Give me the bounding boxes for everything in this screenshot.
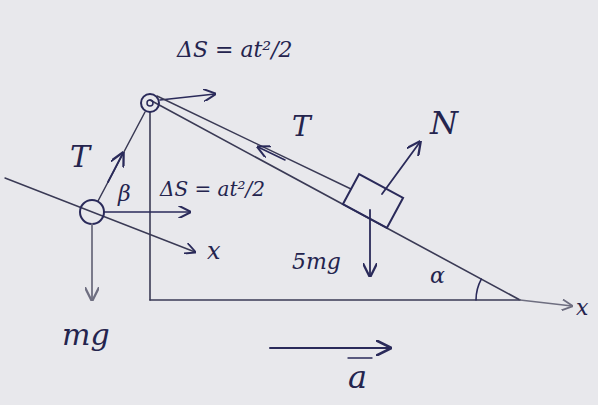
pulley-axle: [147, 100, 153, 106]
normal-force-arrow: [382, 142, 420, 194]
force-label: mg: [60, 318, 112, 351]
ball: [80, 200, 104, 224]
ball-displacement-arrow: [104, 211, 190, 213]
wedge-base: [150, 299, 520, 301]
tension-arrow-block: [258, 147, 285, 160]
angle-label: α: [428, 264, 447, 288]
displacement-formula: ΔS = at²/2: [158, 178, 267, 200]
x-axis-right: [520, 300, 572, 306]
wedge-leg: [149, 112, 151, 300]
tension-label: T: [68, 140, 92, 173]
force-label: 5mg: [290, 250, 343, 274]
block-weight-arrow: [369, 210, 371, 276]
acceleration-arrow: [270, 347, 390, 349]
axis-label: x: [205, 238, 223, 264]
wedge-incline: [150, 100, 520, 300]
tension-label: T: [290, 112, 313, 143]
force-label: N: [428, 106, 460, 141]
acceleration-label: a: [346, 360, 369, 395]
tension-arrow-ball: [108, 153, 123, 182]
angle-arc: [476, 279, 481, 300]
pulley: [141, 94, 159, 112]
vector-bar: [348, 357, 372, 358]
block: [343, 174, 403, 228]
string-to-block: [157, 96, 351, 189]
pulley-displacement-arrow: [160, 94, 215, 100]
displacement-formula: ΔS = at²/2: [175, 38, 295, 62]
axis-label: x: [574, 296, 590, 320]
angle-label: β: [116, 182, 133, 206]
ball-weight-arrow: [91, 224, 93, 300]
